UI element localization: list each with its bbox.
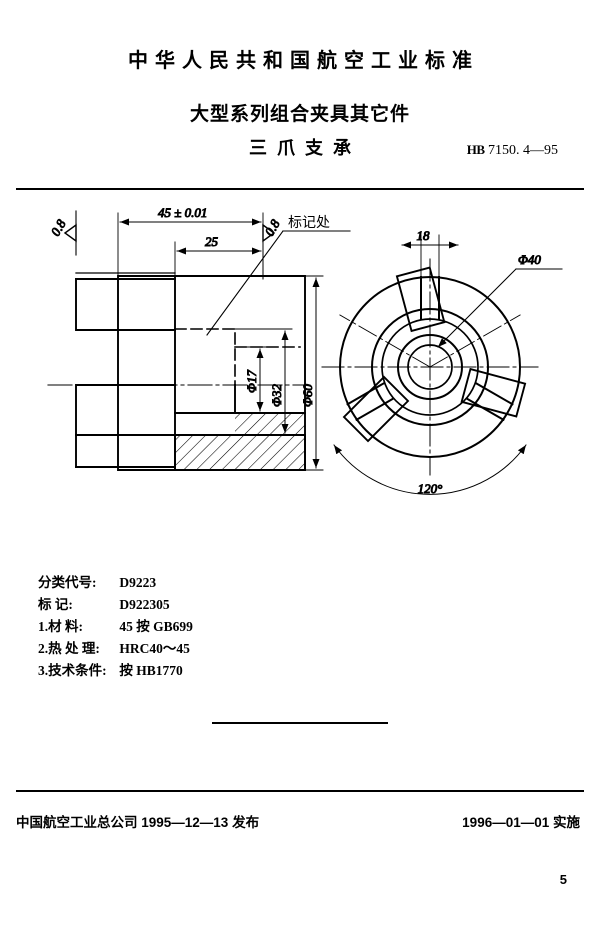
dimension-label-slot-width: 18 — [417, 228, 431, 243]
surface-finish-label-left: 0.8 — [48, 216, 69, 238]
specification-block: 分类代号: D9223 标 记: D922305 1.材 料: 45 按 GB6… — [38, 572, 193, 682]
spec-row-technical-conditions: 3.技术条件: 按 HB1770 — [38, 660, 193, 682]
dimension-overall-length: 45 ± 0.01 — [117, 205, 264, 280]
technical-drawing: 45 ± 0.01 25 0.8 0.8 — [0, 195, 600, 525]
spec-row-classification: 分类代号: D9223 — [38, 572, 193, 594]
spec-value-technical-conditions: 按 HB1770 — [119, 663, 183, 678]
dimension-outer-diameter: Φ60 — [300, 275, 324, 471]
header-divider — [16, 188, 584, 190]
spec-label-designation: 标 记: — [38, 597, 73, 612]
standard-organization-header: 中华人民共和国航空工业标准 — [128, 50, 479, 72]
dimension-label-step-length: 25 — [205, 234, 219, 249]
dimension-label-jaw-angle: 120° — [418, 481, 443, 496]
page-number: 5 — [559, 872, 567, 887]
spec-label-material: 1.材 料: — [38, 619, 83, 634]
annotation-marking-location — [206, 230, 351, 336]
spec-value-designation: D922305 — [119, 597, 170, 612]
spec-value-classification: D9223 — [119, 575, 157, 590]
dimension-label-bore-small: Φ17 — [244, 370, 259, 393]
footer-effective-date: 1996—01—01 实施 — [462, 815, 580, 830]
dimension-label-overall-length: 45 ± 0.01 — [158, 205, 207, 220]
dimension-label-outer-diameter: Φ60 — [300, 384, 315, 407]
spec-label-classification: 分类代号: — [38, 575, 97, 590]
dimension-label-bore-large: Φ32 — [269, 384, 284, 407]
dimension-label-pitch-circle: Φ40 — [518, 252, 541, 267]
standard-number: HB 7150. 4—95 — [467, 142, 558, 159]
section-divider — [212, 722, 388, 724]
spec-label-heat-treatment: 2.热 处 理: — [38, 641, 100, 656]
annotation-label-marking-location: 标记处 — [288, 214, 330, 230]
section-view-geometry — [47, 272, 311, 471]
dimension-bore-large: Φ32 — [234, 328, 293, 436]
dimension-slot-width: 18 — [401, 228, 459, 296]
surface-finish-symbol-left: 0.8 — [47, 210, 77, 256]
spec-row-material: 1.材 料: 45 按 GB699 — [38, 616, 193, 638]
spec-row-designation: 标 记: D922305 — [38, 594, 193, 616]
surface-finish-symbol-right: 0.8 — [261, 216, 283, 243]
spec-label-technical-conditions: 3.技术条件: — [38, 663, 107, 678]
page-title: 大型系列组合夹具其它件 — [189, 104, 410, 125]
spec-value-heat-treatment: HRC40～45 — [119, 641, 190, 656]
dimension-bore-small: Φ17 — [234, 346, 269, 414]
page-subtitle: 三爪支承 — [249, 138, 361, 158]
spec-value-material: 45 按 GB699 — [119, 619, 193, 634]
dimension-step-length: 25 — [174, 234, 264, 280]
spec-row-heat-treatment: 2.热 处 理: HRC40～45 — [38, 638, 193, 660]
standard-number-value: 7150. 4—95 — [488, 143, 558, 158]
front-view-geometry — [321, 258, 539, 476]
footer-issuer-and-release-date: 中国航空工业总公司 1995—12—13 发布 — [16, 815, 260, 830]
footer-divider — [16, 790, 584, 792]
dimension-jaw-angle: 120° — [333, 444, 527, 497]
standard-number-prefix: HB — [466, 142, 485, 157]
dimension-pitch-circle: Φ40 — [437, 252, 563, 348]
